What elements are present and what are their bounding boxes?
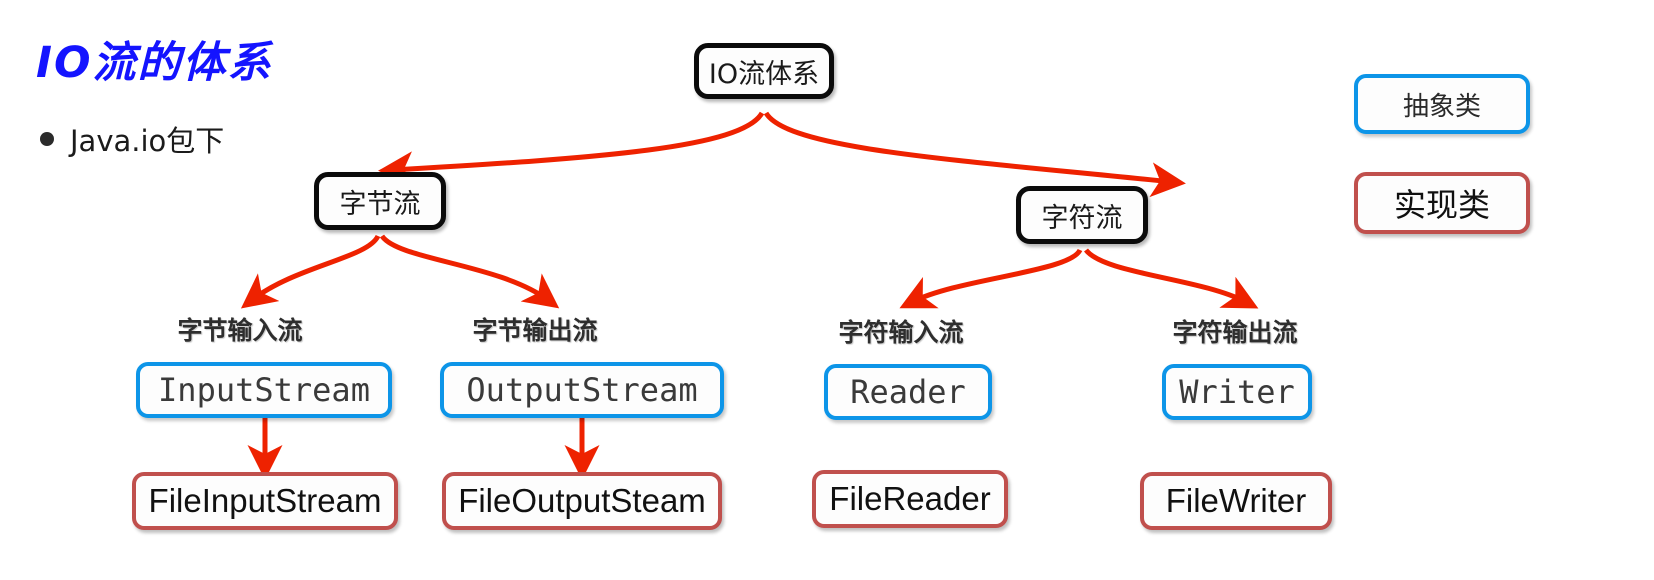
caption-char-output-stream: 字符输出流 [1172,318,1298,347]
node-filewriter-label: FileWriter [1165,482,1307,519]
edge-char-to-output [1084,248,1259,309]
node-byte-stream[interactable]: 字节流 [314,172,446,230]
node-fileinputstream[interactable]: FileInputStream [132,472,398,530]
edge-root-to-byte-stream [378,111,765,187]
node-writer[interactable]: Writer [1162,364,1312,420]
node-writer-label: Writer [1179,373,1295,411]
node-filewriter[interactable]: FileWriter [1140,472,1332,530]
bullet-item: Java.io包下 [40,118,224,160]
node-outputstream-label: OutputStream [466,371,698,409]
edge-root-to-char-stream [763,111,1186,198]
node-reader[interactable]: Reader [824,364,992,420]
node-char-stream[interactable]: 字符流 [1016,186,1148,244]
caption-char-input-stream: 字符输入流 [838,318,964,347]
node-fileoutputsteam-label: FileOutputSteam [458,482,706,519]
node-filereader-label: FileReader [829,480,991,517]
edge-char-to-input [899,248,1083,309]
node-root-label: IO流体系 [708,58,820,90]
legend-implementation-class-label: 实现类 [1393,186,1490,224]
node-root[interactable]: IO流体系 [694,43,834,99]
edge-byte-to-output [379,234,560,309]
caption-byte-output-stream: 字节输出流 [472,316,598,345]
bullet-dot-icon [40,132,54,146]
node-reader-label: Reader [850,373,966,411]
node-char-stream-label: 字符流 [1041,202,1123,234]
legend-abstract-class-label: 抽象类 [1402,91,1481,122]
node-fileinputstream-label: FileInputStream [148,482,382,519]
legend-abstract-class[interactable]: 抽象类 [1354,74,1530,134]
page-title: IO流的体系 [36,38,273,88]
bullet-item-label: Java.io包下 [70,124,225,158]
node-inputstream-label: InputStream [158,371,370,409]
node-fileoutputsteam[interactable]: FileOutputSteam [442,472,722,530]
legend-implementation-class[interactable]: 实现类 [1354,172,1530,234]
edge-byte-to-input [240,234,381,309]
node-outputstream[interactable]: OutputStream [440,362,724,418]
node-filereader[interactable]: FileReader [812,470,1008,528]
node-inputstream[interactable]: InputStream [136,362,392,418]
caption-byte-input-stream: 字节输入流 [177,316,303,345]
node-byte-stream-label: 字节流 [339,188,421,220]
